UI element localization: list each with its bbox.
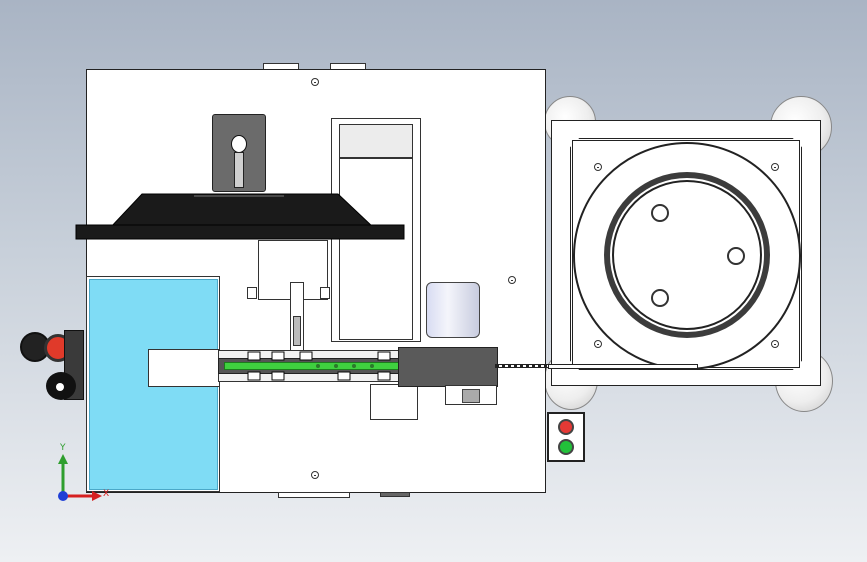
x-axis-label: X: [103, 489, 110, 499]
plate-screw: [311, 471, 319, 479]
stack-light-green: [558, 439, 574, 455]
sensor-stem: [234, 152, 244, 188]
bowl-exit-track: [548, 364, 698, 369]
actuator-cylinder: [426, 282, 480, 338]
feed-chute-channel: [339, 158, 413, 340]
sensor-head: [231, 135, 247, 153]
y-axis-label: Y: [60, 443, 66, 453]
hopper-clamp: [247, 287, 257, 299]
conveyor-track-detail: [247, 351, 391, 381]
base-plate-bottom-tab: [278, 492, 350, 498]
gripper-block: [398, 347, 498, 387]
frame-screw: [771, 340, 779, 348]
stack-light-red: [558, 419, 574, 435]
base-plate-bottom-tab: [380, 492, 410, 497]
frame-screw: [771, 163, 779, 171]
feed-chute-inner: [339, 124, 413, 158]
bowl-hole: [651, 289, 669, 307]
feed-line: [495, 364, 555, 368]
plate-screw: [311, 78, 319, 86]
bowl-hole: [727, 247, 745, 265]
pusher-arm-slot: [293, 316, 301, 346]
frame-screw: [594, 340, 602, 348]
coordinate-axes-icon: [58, 454, 102, 501]
frame-screw: [594, 163, 602, 171]
bowl-hole: [651, 204, 669, 222]
output-tray: [148, 349, 220, 387]
hopper-clamp: [320, 287, 330, 299]
lower-bracket: [370, 384, 418, 420]
regulator-knob-center: [56, 383, 64, 391]
material-hopper: [75, 193, 405, 240]
plate-screw: [508, 276, 516, 284]
gripper-slot: [462, 389, 480, 403]
